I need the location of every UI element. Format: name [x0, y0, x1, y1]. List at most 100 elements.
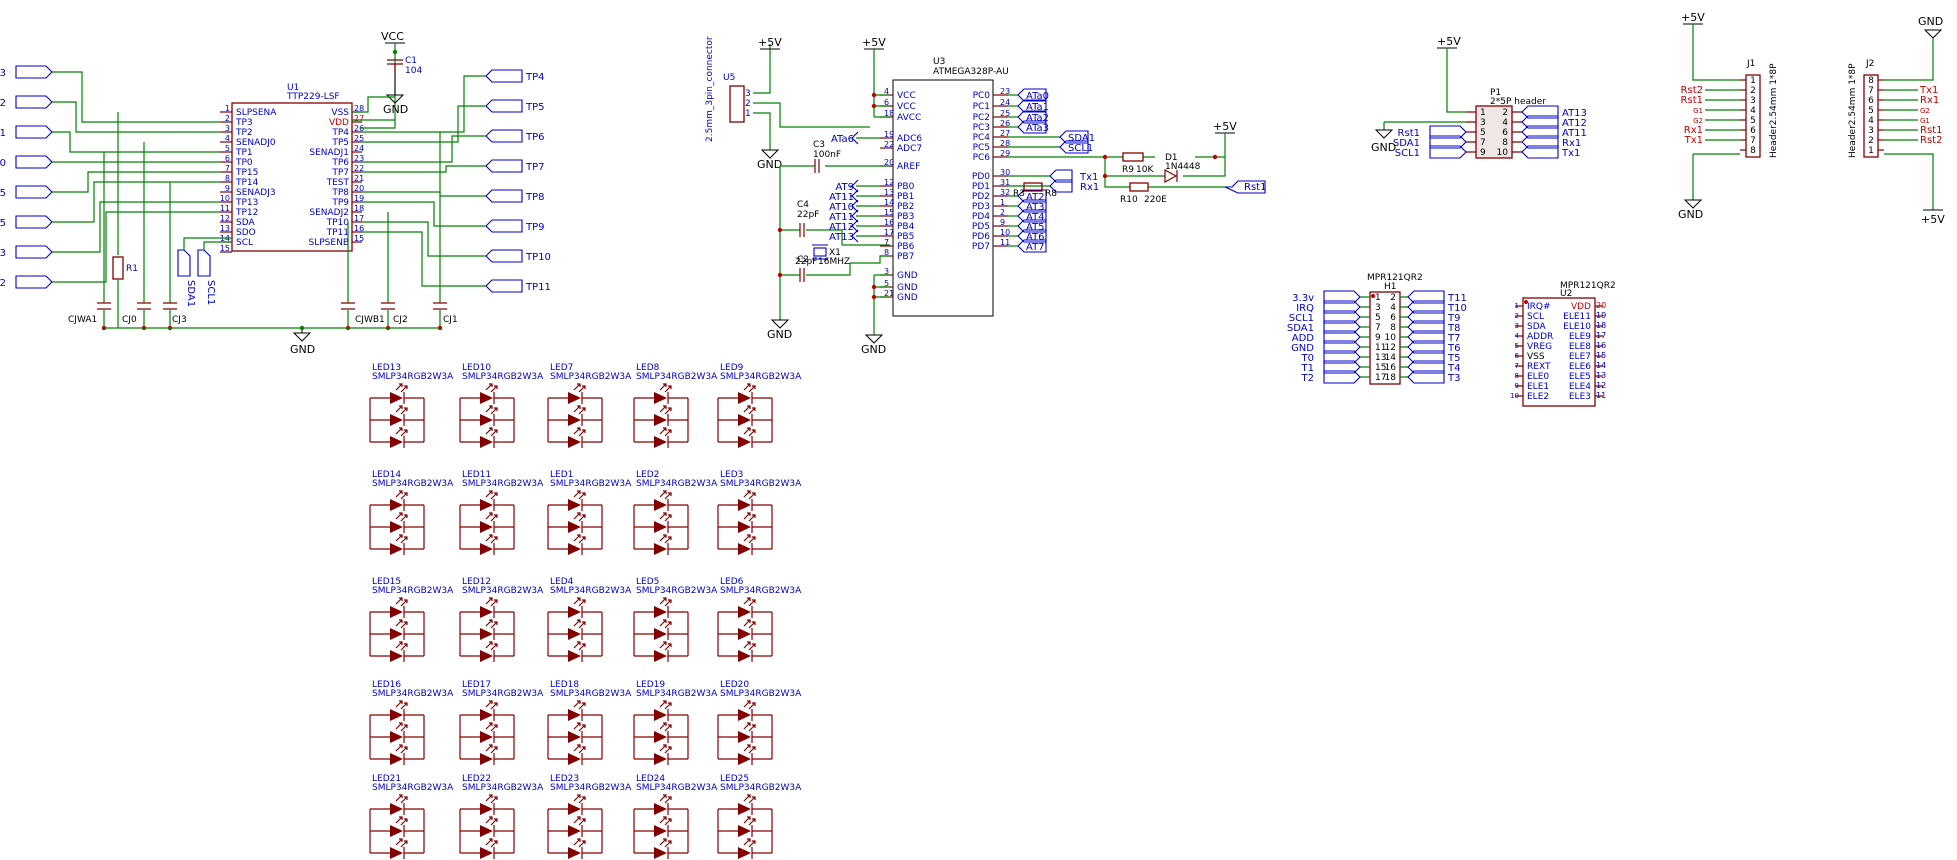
p1-right-label: AT13	[1562, 108, 1587, 119]
h1-pin-num-right: 18	[1385, 373, 1397, 383]
u1-left-pin-num: 3	[225, 124, 230, 133]
u3-left-pin-name: PB1	[897, 192, 914, 202]
u2-right-pin-name: ELE6	[1569, 362, 1591, 372]
sense-cap-label: CJ1	[443, 315, 458, 325]
led-diode	[654, 825, 667, 837]
xtal-junction-1	[777, 227, 783, 233]
led-diode	[654, 436, 667, 448]
u1-right-tp-label: TP9	[525, 222, 545, 233]
led-value: SMLP34RGB2W3A	[372, 689, 454, 699]
u2-right-pin-name: ELE9	[1569, 332, 1591, 342]
u1-left-tp-label-shape[interactable]	[15, 65, 53, 79]
u1-right-tp-label-shape[interactable]	[485, 99, 523, 113]
rst-label-shape[interactable]	[1224, 180, 1266, 194]
led-diode	[568, 521, 581, 533]
u1-right-tp-label-shape[interactable]	[485, 219, 523, 233]
u3-right-label: ATa1	[1026, 102, 1049, 113]
j1-pin-num: 5	[1750, 116, 1756, 126]
u2-left-pin-name: VREG	[1527, 342, 1552, 352]
u1-left-tp-wire	[52, 171, 220, 193]
u1-right-pin-num: 23	[354, 154, 364, 163]
sda-label-shape[interactable]	[177, 249, 191, 277]
u3-left-label-shape[interactable]	[850, 229, 859, 243]
u1-right-pin-num: 18	[354, 204, 364, 213]
u3-right-label-shape[interactable]	[1017, 239, 1047, 253]
led-diode	[390, 521, 403, 533]
led-diode	[738, 731, 751, 743]
u1-right-pin-num: 19	[354, 194, 364, 203]
u1-right-tp-label-shape[interactable]	[485, 189, 523, 203]
u1-right-tp-label-shape[interactable]	[485, 69, 523, 83]
u1-right-pin-num: 22	[354, 164, 364, 173]
gnd-symbol-p1	[1374, 129, 1394, 139]
u3-right-label-shape[interactable]	[1049, 179, 1073, 193]
u1-left-tp-label-shape[interactable]	[15, 155, 53, 169]
led-diode	[654, 650, 667, 662]
scl-label-shape[interactable]	[197, 249, 211, 277]
u3-left-label: AT12	[829, 222, 854, 233]
u1-right-tp-label: TP10	[525, 252, 551, 263]
u1-left-tp-label-shape[interactable]	[15, 215, 53, 229]
gnd-label-c1: GND	[383, 103, 408, 116]
j1-label: Rx1	[1684, 125, 1703, 136]
xtal-to-pb	[842, 244, 890, 264]
p1-right-label-shape[interactable]	[1521, 145, 1559, 159]
u1-left-tp-label: TP15	[0, 218, 6, 229]
led-diode	[390, 414, 403, 426]
u2-left-pin-name: IRQ#	[1527, 302, 1551, 312]
u3-left-pin-num: 14	[884, 198, 894, 207]
u3-vcc-wire	[873, 49, 890, 118]
led-arrows	[573, 427, 586, 437]
j2-ref: J2	[1865, 59, 1874, 69]
u2-right-pin-num: 18	[1596, 321, 1606, 330]
u1-right-tp-label-shape[interactable]	[485, 129, 523, 143]
led-ref: LED1	[550, 470, 573, 480]
u1-right-pin-name: SLPSENB	[309, 238, 349, 248]
p1-left-label-shape[interactable]	[1429, 145, 1467, 159]
led-ref: LED4	[550, 577, 574, 587]
led-arrows	[743, 534, 756, 544]
u1-left-tp-label-shape[interactable]	[15, 125, 53, 139]
u3-right-label-shape[interactable]	[1059, 140, 1089, 154]
h1-right-label-shape[interactable]	[1407, 370, 1445, 384]
u1-right-tp-label: TP6	[525, 132, 545, 143]
u3-right-label-shape[interactable]	[1017, 99, 1047, 113]
u3-right-label-shape[interactable]	[1017, 88, 1047, 102]
led-diode	[738, 521, 751, 533]
led-diode	[568, 392, 581, 404]
led-arrows	[743, 700, 756, 710]
led-arrows	[573, 794, 586, 804]
u1-right-tp-wire	[362, 105, 486, 143]
h1-left-label-shape[interactable]	[1323, 370, 1361, 384]
led-ref: LED17	[462, 680, 491, 690]
u1-right-pin-num: 24	[354, 144, 364, 153]
u1-left-tp-label-shape[interactable]	[15, 185, 53, 199]
led-diode	[480, 392, 493, 404]
led-diode	[738, 753, 751, 765]
u1-left-tp-label-shape[interactable]	[15, 275, 53, 289]
u1-right-tp-label-shape[interactable]	[485, 159, 523, 173]
led-ref: LED14	[372, 470, 401, 480]
u1-right-tp-label-shape[interactable]	[485, 249, 523, 263]
h1-pin-num-left: 7	[1375, 323, 1381, 333]
led-arrows	[659, 383, 672, 393]
u3-left-label-shape[interactable]	[850, 131, 859, 145]
h1-body	[1369, 291, 1401, 385]
u1-right-tp-label-shape[interactable]	[485, 279, 523, 293]
u1-left-tp-label-shape[interactable]	[15, 245, 53, 259]
u3-right-pin-num: 1	[1000, 198, 1005, 207]
u3-left-label: AT11	[829, 192, 854, 203]
led-diode	[390, 628, 403, 640]
h1-pin-num-right: 4	[1390, 303, 1396, 313]
u1-left-tp-label-shape[interactable]	[15, 95, 53, 109]
c1-ref: C1	[405, 56, 417, 66]
u3-right-pin-num: 28	[1000, 139, 1010, 148]
u3-left-pin-num: 17	[884, 228, 894, 237]
x1-body	[813, 247, 827, 257]
u3-right-label-shape[interactable]	[1017, 120, 1047, 134]
xtal-caps	[799, 223, 805, 282]
